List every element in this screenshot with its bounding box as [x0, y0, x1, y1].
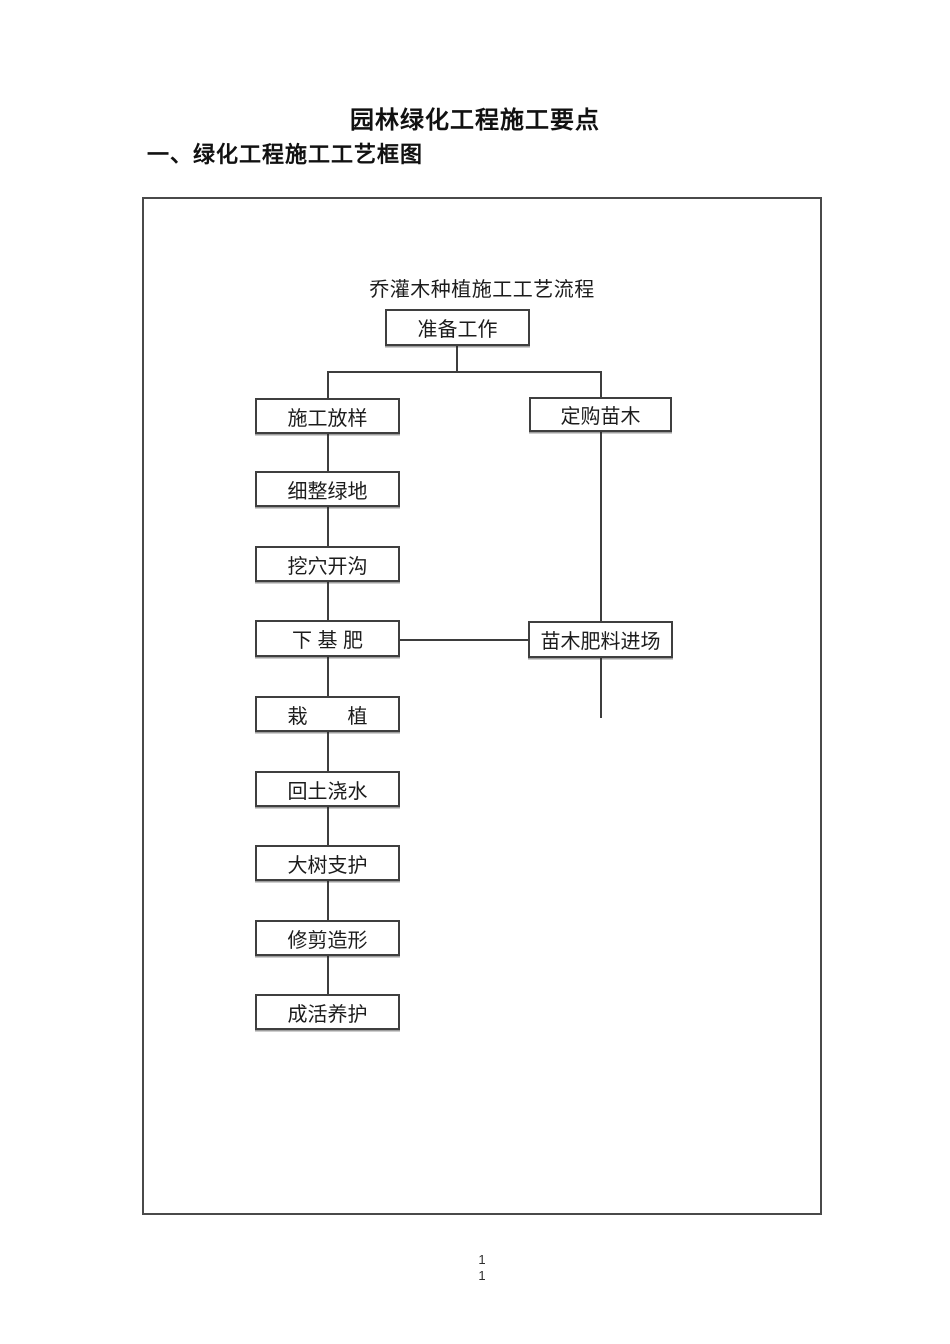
flow-node-pruning-shaping: 修剪造形: [255, 920, 400, 956]
connector-support-prune: [327, 881, 329, 920]
connector-basefert-plant: [327, 657, 329, 696]
flow-node-dig-holes-trenches: 挖穴开沟: [255, 546, 400, 582]
connector-branch-left-drop: [327, 371, 329, 398]
section-heading: 一、绿化工程施工工艺框图: [147, 142, 424, 167]
connector-branch-right-drop: [600, 371, 602, 397]
connector-basefert-seedfert: [400, 639, 528, 641]
connector-prepare-down: [456, 346, 458, 372]
flow-node-fine-grade-green: 细整绿地: [255, 471, 400, 507]
connector-prune-survive: [327, 956, 329, 994]
flow-node-apply-base-fertilizer: 下 基 肥: [255, 620, 400, 657]
flow-node-construction-layout: 施工放样: [255, 398, 400, 434]
flow-node-survival-maintenance: 成活养护: [255, 994, 400, 1030]
connector-backfill-support: [327, 807, 329, 845]
page-number-line2: 1: [478, 1268, 486, 1283]
flow-node-seedling-fertilizer-onsite: 苗木肥料进场: [528, 621, 673, 658]
page-title: 园林绿化工程施工要点: [350, 107, 600, 134]
flow-node-backfill-watering: 回土浇水: [255, 771, 400, 807]
connector-dig-basefert: [327, 582, 329, 620]
connector-order-seedfert: [600, 432, 602, 621]
page-number-block: 1 1: [432, 1252, 532, 1284]
flow-node-big-tree-support: 大树支护: [255, 845, 400, 881]
connector-plant-backfill: [327, 732, 329, 771]
flow-node-order-seedlings: 定购苗木: [529, 397, 672, 432]
flowchart-frame: 乔灌木种植施工工艺流程 准备工作 施工放样 定购苗木 细整绿地 挖穴开沟 下 基…: [142, 197, 822, 1215]
connector-branch-horizontal: [328, 371, 602, 373]
connector-seedfert-tail: [600, 658, 602, 718]
connector-fine-dig: [327, 507, 329, 546]
flow-node-planting: 栽 植: [255, 696, 400, 732]
flowchart-title: 乔灌木种植施工工艺流程: [369, 279, 595, 301]
flow-node-prepare: 准备工作: [385, 309, 530, 346]
page-number-line1: 1: [478, 1252, 486, 1267]
connector-layout-fine: [327, 434, 329, 471]
